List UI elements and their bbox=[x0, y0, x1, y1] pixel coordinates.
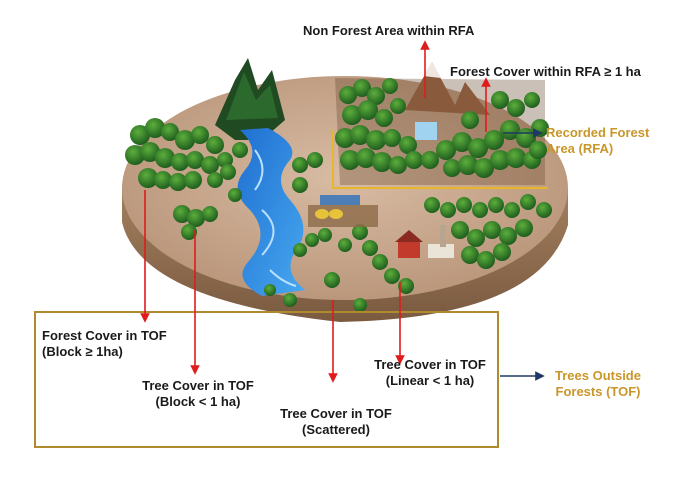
tree bbox=[292, 177, 308, 193]
label-tree-cover-scattered: Tree Cover in TOF (Scattered) bbox=[268, 406, 404, 438]
tree bbox=[507, 99, 525, 117]
tree bbox=[405, 151, 423, 169]
tree bbox=[472, 202, 488, 218]
tree bbox=[467, 229, 485, 247]
tree bbox=[443, 159, 461, 177]
label-line: Recorded Forest bbox=[546, 125, 649, 141]
tree bbox=[483, 221, 501, 239]
tree bbox=[424, 197, 440, 213]
tree bbox=[353, 298, 367, 312]
tree bbox=[384, 268, 400, 284]
tree bbox=[191, 126, 209, 144]
label-line: (Linear < 1 ha) bbox=[362, 373, 498, 389]
label-recorded-forest-area: Recorded Forest Area (RFA) bbox=[546, 125, 649, 157]
tree bbox=[372, 152, 392, 172]
label-line: (Block ≥ 1ha) bbox=[42, 344, 167, 360]
tree bbox=[338, 238, 352, 252]
tree bbox=[536, 202, 552, 218]
tree bbox=[366, 130, 386, 150]
tree bbox=[264, 284, 276, 296]
tree bbox=[524, 92, 540, 108]
tree bbox=[515, 219, 533, 237]
label-non-forest-area: Non Forest Area within RFA bbox=[303, 23, 474, 39]
label-line: Area (RFA) bbox=[546, 141, 649, 157]
label-line: (Block < 1 ha) bbox=[130, 394, 266, 410]
tree bbox=[292, 157, 308, 173]
tree bbox=[206, 136, 224, 154]
tree bbox=[520, 194, 536, 210]
tree bbox=[506, 148, 526, 168]
label-line: Forests (TOF) bbox=[548, 384, 648, 400]
label-line: Tree Cover in TOF bbox=[268, 406, 404, 422]
tree bbox=[461, 111, 479, 129]
tree bbox=[499, 227, 517, 245]
tree bbox=[383, 129, 401, 147]
tree bbox=[202, 206, 218, 222]
tree bbox=[375, 109, 393, 127]
tree bbox=[529, 141, 547, 159]
tree bbox=[318, 228, 332, 242]
tree bbox=[293, 243, 307, 257]
tree bbox=[488, 197, 504, 213]
label-line: Tree Cover in TOF bbox=[362, 357, 498, 373]
label-tree-cover-block: Tree Cover in TOF (Block < 1 ha) bbox=[130, 378, 266, 410]
label-line: Trees Outside bbox=[548, 368, 648, 384]
tree bbox=[307, 152, 323, 168]
tree bbox=[232, 142, 248, 158]
tree bbox=[305, 233, 319, 247]
tree bbox=[421, 151, 439, 169]
tree bbox=[228, 188, 242, 202]
label-line: Forest Cover in TOF bbox=[42, 328, 167, 344]
tree bbox=[504, 202, 520, 218]
tree bbox=[440, 202, 456, 218]
tree bbox=[184, 171, 202, 189]
label-forest-cover-rfa: Forest Cover within RFA ≥ 1 ha bbox=[450, 64, 641, 80]
tree bbox=[201, 156, 219, 174]
tree bbox=[451, 221, 469, 239]
label-tree-cover-linear: Tree Cover in TOF (Linear < 1 ha) bbox=[362, 357, 498, 389]
tree bbox=[324, 272, 340, 288]
tree bbox=[461, 246, 479, 264]
label-line: Tree Cover in TOF bbox=[130, 378, 266, 394]
label-forest-cover-tof: Forest Cover in TOF (Block ≥ 1ha) bbox=[42, 328, 167, 360]
tree bbox=[220, 164, 236, 180]
tree bbox=[493, 243, 511, 261]
tree bbox=[491, 91, 509, 109]
tree bbox=[358, 100, 378, 120]
tree bbox=[283, 293, 297, 307]
label-trees-outside-forests: Trees Outside Forests (TOF) bbox=[548, 368, 648, 400]
tree bbox=[382, 78, 398, 94]
tree bbox=[372, 254, 388, 270]
tree bbox=[456, 197, 472, 213]
tree bbox=[390, 98, 406, 114]
tree bbox=[389, 156, 407, 174]
tree bbox=[477, 251, 495, 269]
label-line: (Scattered) bbox=[268, 422, 404, 438]
tree bbox=[362, 240, 378, 256]
